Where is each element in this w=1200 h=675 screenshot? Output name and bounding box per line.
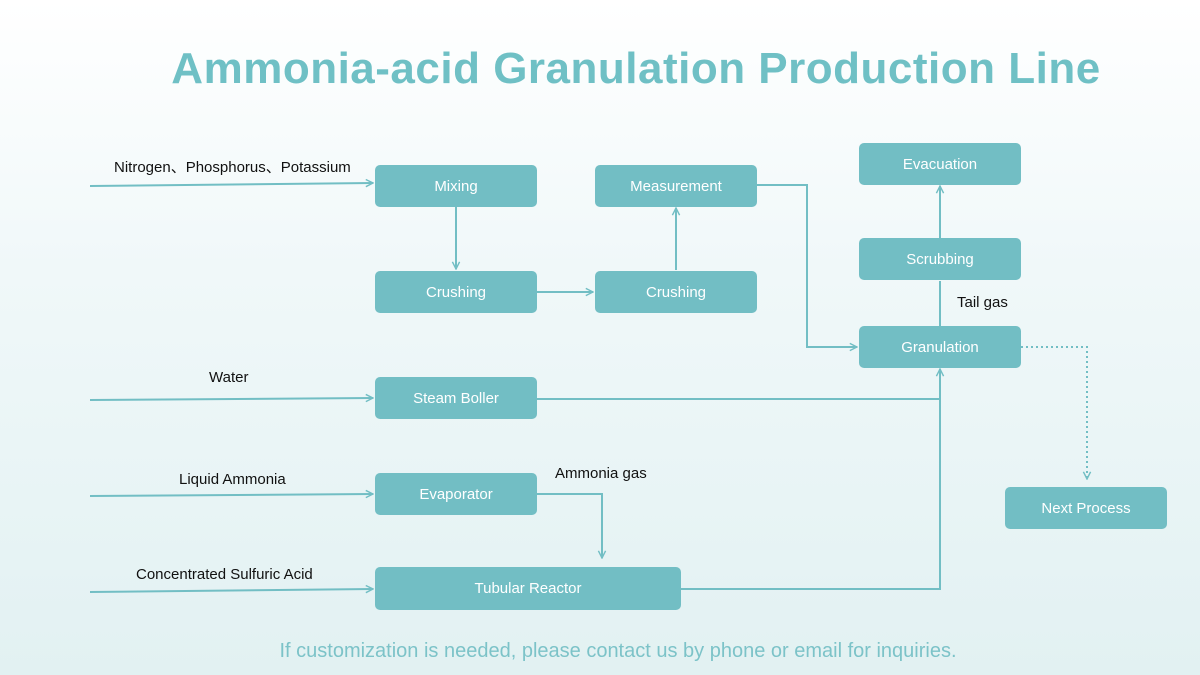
ammonia-input-arrow <box>89 494 373 496</box>
node-tubular-reactor: Tubular Reactor <box>375 567 681 610</box>
npk-input-label: Nitrogen、Phosphorus、Potassium <box>114 159 351 176</box>
node-evaporator: Evaporator <box>375 473 537 515</box>
node-measurement: Measurement <box>595 165 757 207</box>
water-input-label: Water <box>209 369 249 386</box>
contact-footer: If customization is needed, please conta… <box>279 640 957 662</box>
water-input-arrow <box>89 398 373 400</box>
liquid-ammonia-input-label: Liquid Ammonia <box>179 471 286 488</box>
reactor-to-granulation-arrow <box>681 369 940 590</box>
acid-input-arrow <box>89 589 373 592</box>
measurement-to-granulation-arrow <box>757 184 857 347</box>
node-crushing-2: Crushing <box>595 271 757 313</box>
node-steam-boiler: Steam Boller <box>375 377 537 419</box>
tail-gas-label: Tail gas <box>957 294 1008 311</box>
node-granulation: Granulation <box>859 326 1021 368</box>
node-evacuation: Evacuation <box>859 143 1021 185</box>
sulfuric-acid-input-label: Concentrated Sulfuric Acid <box>136 566 313 583</box>
evaporator-to-reactor-arrow <box>537 493 602 558</box>
granulation-to-next-process-arrow <box>1021 346 1087 479</box>
npk-input-arrow <box>89 183 373 186</box>
ammonia-gas-label: Ammonia gas <box>555 465 647 482</box>
node-next-process: Next Process <box>1005 487 1167 529</box>
node-crushing-1: Crushing <box>375 271 537 313</box>
node-mixing: Mixing <box>375 165 537 207</box>
page-title: Ammonia-acid Granulation Production Line <box>171 44 1101 93</box>
node-scrubbing: Scrubbing <box>859 238 1021 280</box>
